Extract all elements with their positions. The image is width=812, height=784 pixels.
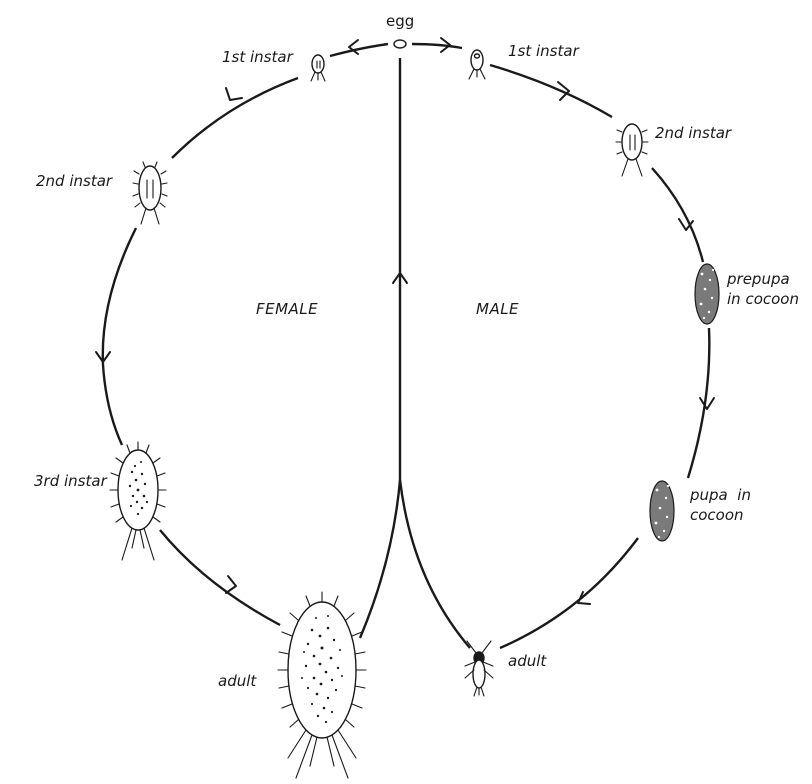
arc-male-pupa-to-adult (499, 537, 639, 650)
female-first-instar-icon (310, 54, 326, 82)
male-stage-pupa-cocoon: cocoon (690, 506, 744, 524)
arc-egg-to-female-1st (329, 42, 389, 58)
branch-male-adult (398, 479, 471, 649)
arc-female-3rd-to-adult (159, 529, 281, 627)
arc-female-2nd-to-3rd (101, 227, 138, 446)
male-first-instar-icon (468, 49, 486, 80)
arc-male-2nd-to-prepupa (651, 167, 705, 263)
cycle-paths (101, 42, 711, 650)
female-second-instar-icon (132, 161, 168, 225)
female-title: FEMALE (256, 300, 318, 318)
female-stage-1st-instar: 1st instar (222, 48, 294, 66)
branch-female-adult (358, 479, 402, 639)
egg-icon (393, 39, 407, 49)
female-stage-2nd-instar: 2nd instar (36, 172, 113, 190)
arrowheads (95, 37, 715, 605)
arc-female-1st-to-2nd (171, 76, 299, 159)
male-stage-1st-instar: 1st instar (508, 42, 580, 60)
arrow-male-prepupa-pupa (699, 397, 715, 410)
arrow-female-1st-2nd (225, 87, 243, 101)
arrow-right-top (440, 37, 451, 53)
labels: egg FEMALE MALE 1st instar 2nd instar 3r… (34, 12, 799, 690)
arrow-male-2nd-prepupa (678, 218, 694, 231)
male-prepupa-cocoon-icon (694, 263, 720, 325)
male-pupa-cocoon-icon (649, 480, 675, 542)
male-stage-pupa: pupa in (689, 486, 751, 504)
arrow-male-pupa-adult (577, 591, 591, 605)
egg-label: egg (386, 12, 414, 30)
female-stage-adult: adult (218, 672, 257, 690)
arrow-female-2nd-3rd (95, 351, 111, 363)
male-stage-adult: adult (508, 652, 547, 670)
female-stage-3rd-instar: 3rd instar (34, 472, 108, 490)
male-second-instar-icon (615, 123, 649, 177)
arrow-center-up (392, 272, 408, 284)
male-stage-prepupa: prepupa (726, 270, 790, 288)
arrow-left-top (348, 39, 359, 55)
arrow-female-3rd-adult (225, 575, 237, 594)
female-third-instar-icon (109, 441, 167, 561)
female-adult-icon (277, 591, 367, 779)
male-title: MALE (476, 300, 519, 318)
male-stage-prepupa-cocoon: in cocoon (727, 290, 799, 308)
arc-male-1st-to-2nd (489, 63, 613, 119)
arrow-male-1st-2nd (557, 81, 570, 101)
male-stage-2nd-instar: 2nd instar (655, 124, 732, 142)
arc-male-prepupa-to-pupa (686, 327, 711, 479)
arc-egg-to-male-1st (411, 42, 463, 50)
male-adult-icon (464, 640, 494, 697)
